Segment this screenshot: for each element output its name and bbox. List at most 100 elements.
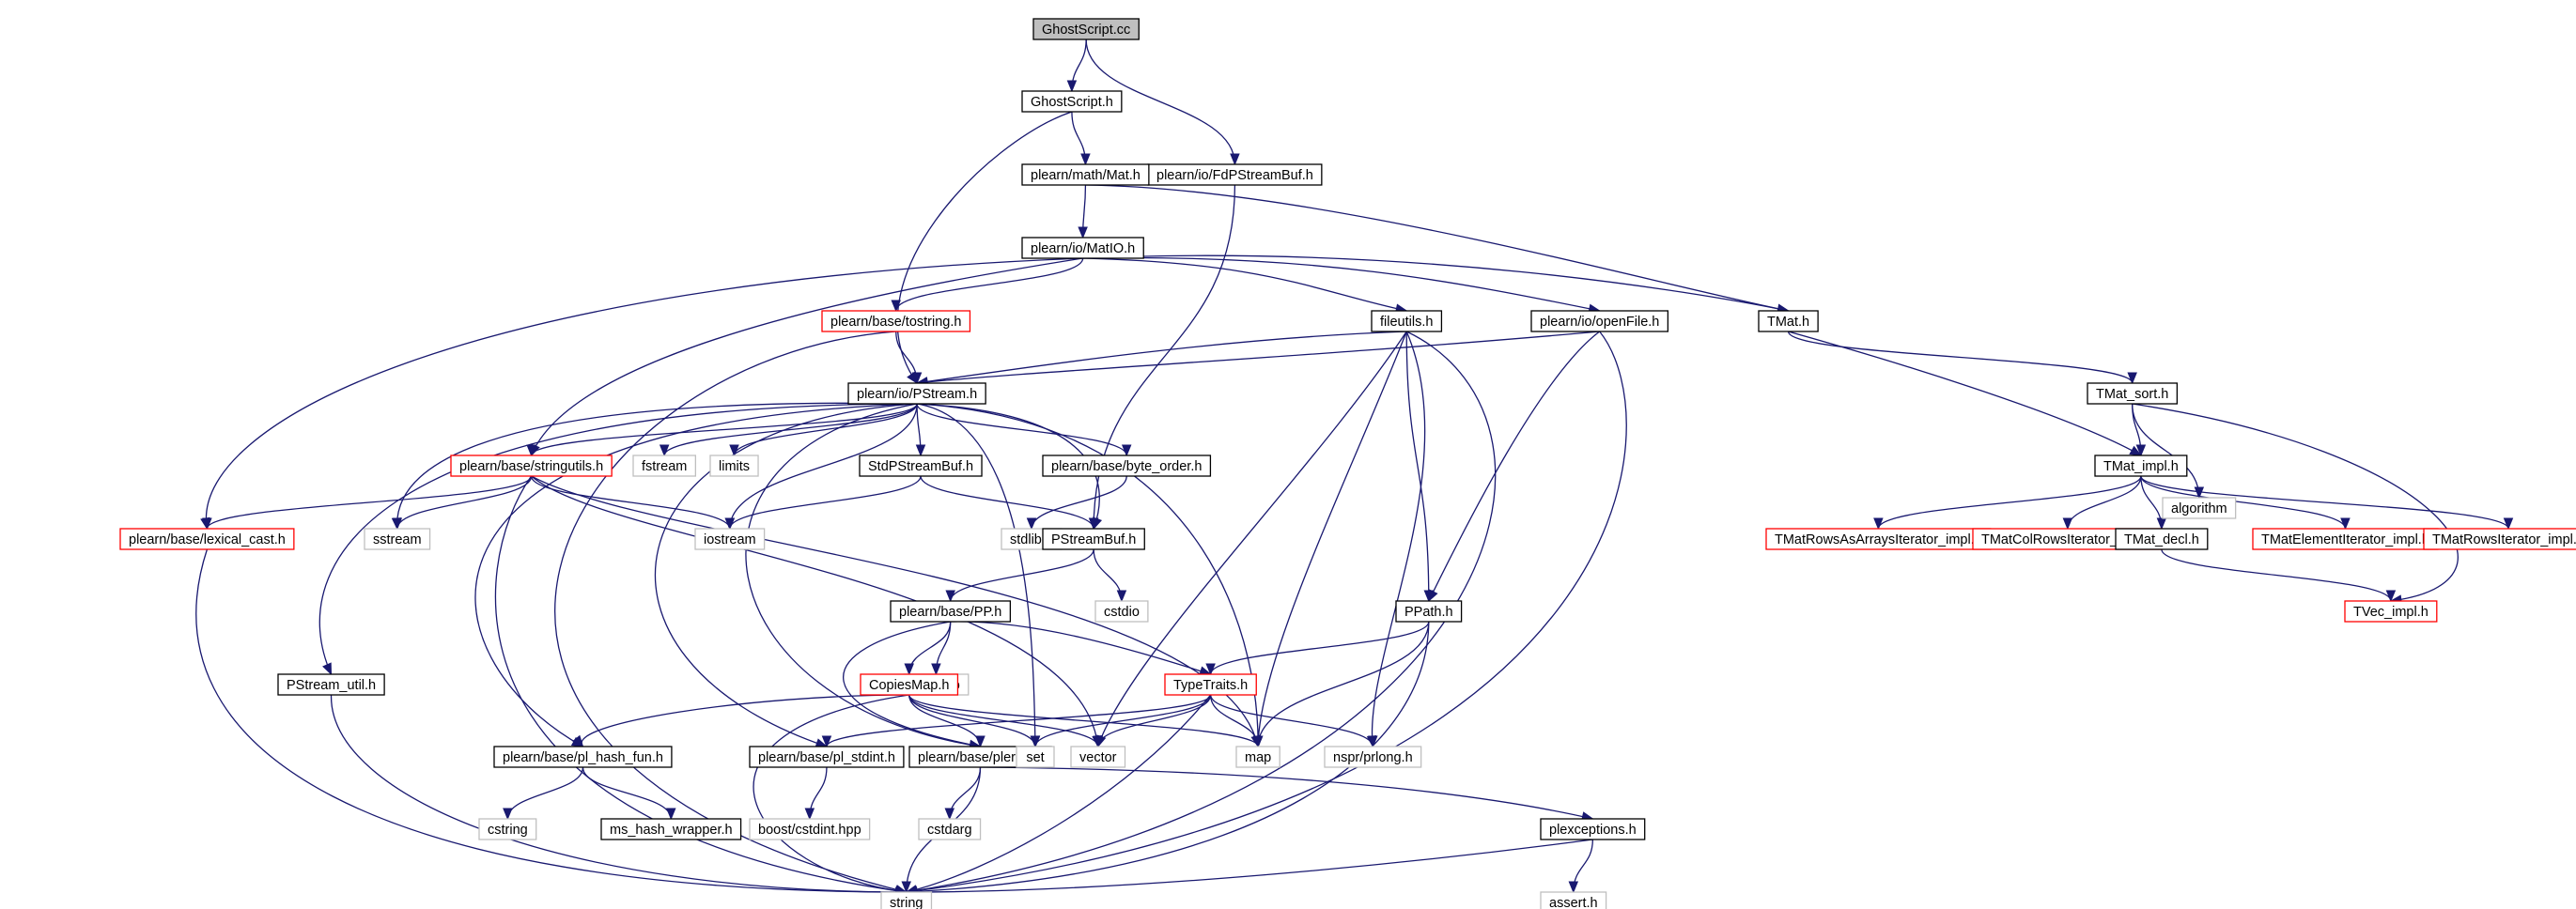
edge-line — [1082, 257, 1407, 312]
node-pstream[interactable]: plearn/io/PStream.h — [847, 382, 986, 405]
edge-line — [843, 621, 981, 747]
edge-tmat-impl-to-tmatcolrows — [2062, 475, 2142, 531]
edge-tmat-to-tmat-impl — [1788, 331, 2143, 456]
edge-arrowhead — [2156, 517, 2167, 531]
edge-line — [1405, 331, 1430, 602]
node-fdpstreambuf[interactable]: plearn/io/FdPStreamBuf.h — [1147, 163, 1323, 186]
edge-mat-to-tmat — [1085, 184, 1790, 314]
edge-line — [1093, 548, 1123, 602]
node-tmatrows[interactable]: TMatRowsIterator_impl.h — [2423, 528, 2576, 550]
edge-pstream-to-limits — [729, 403, 918, 457]
node-label: vector — [1079, 750, 1117, 765]
node-tmatelement[interactable]: TMatElementIterator_impl.h — [2252, 528, 2439, 550]
node-ppath[interactable]: PPath.h — [1395, 600, 1463, 623]
edge-pp-to-typeinfo — [931, 621, 952, 676]
node-boost-cstdint[interactable]: boost/cstdint.hpp — [749, 818, 871, 840]
node-label: PPath.h — [1404, 605, 1453, 620]
node-mat[interactable]: plearn/math/Mat.h — [1021, 163, 1150, 186]
node-fileutils[interactable]: fileutils.h — [1371, 310, 1443, 332]
node-box — [821, 310, 971, 332]
node-box — [364, 528, 431, 550]
edge-arrowhead — [1066, 80, 1078, 93]
node-box — [1164, 673, 1257, 696]
node-cstdarg[interactable]: cstdarg — [918, 818, 982, 840]
edge-line — [733, 403, 918, 456]
node-tmat[interactable]: TMat.h — [1758, 310, 1819, 332]
edge-line — [729, 403, 918, 530]
node-assert[interactable]: assert.h — [1540, 891, 1607, 909]
node-box — [478, 818, 537, 840]
node-algorithm[interactable]: algorithm — [2162, 497, 2237, 519]
edge-arrowhead — [2135, 444, 2147, 457]
node-iostream[interactable]: iostream — [694, 528, 766, 550]
node-tmat-impl[interactable]: TMat_impl.h — [2094, 454, 2188, 477]
edge-line — [917, 403, 1259, 747]
node-label: plearn/base/PP.h — [899, 605, 1001, 620]
node-tmatrowsasarrays[interactable]: TMatRowsAsArraysIterator_impl.h — [1765, 528, 1992, 550]
node-string[interactable]: string — [880, 891, 933, 909]
edge-arrowhead — [891, 300, 901, 313]
node-tmat-sort[interactable]: TMat_sort.h — [2087, 382, 2179, 405]
node-box — [1042, 528, 1145, 550]
node-box — [749, 818, 871, 840]
node-label: set — [1026, 750, 1044, 765]
node-box — [1395, 600, 1463, 623]
node-label: cstdio — [1104, 605, 1140, 620]
edge-arrowhead — [1078, 226, 1088, 239]
edge-pstreambuf-to-pp — [945, 548, 1094, 603]
edge-arrowhead — [526, 444, 536, 457]
node-typetraits[interactable]: TypeTraits.h — [1164, 673, 1257, 696]
node-tmat-decl[interactable]: TMat_decl.h — [2115, 528, 2209, 550]
node-lexical-cast[interactable]: plearn/base/lexical_cast.h — [119, 528, 295, 550]
edge-arrowhead — [804, 808, 815, 821]
node-set[interactable]: set — [1016, 746, 1055, 768]
edge-arrowhead — [1252, 735, 1264, 748]
edge-ghostscript-h-to-mat — [1071, 111, 1091, 166]
node-stdpstreambuf[interactable]: StdPStreamBuf.h — [859, 454, 983, 477]
node-plexceptions[interactable]: plexceptions.h — [1540, 818, 1646, 840]
edge-fileutils-to-ppath — [1405, 331, 1435, 603]
node-byte-order[interactable]: plearn/base/byte_order.h — [1042, 454, 1212, 477]
node-box — [1042, 454, 1212, 477]
edge-stringutils-to-vector — [531, 475, 1102, 748]
edge-typetraits-to-map — [1209, 694, 1264, 748]
node-label: plearn/io/PStream.h — [857, 387, 977, 402]
node-matio[interactable]: plearn/io/MatIO.h — [1021, 237, 1144, 259]
node-nspr-prlong[interactable]: nspr/prlong.h — [1324, 746, 1422, 768]
edge-line — [530, 403, 918, 456]
node-pstreambuf[interactable]: PStreamBuf.h — [1042, 528, 1145, 550]
node-sstream[interactable]: sstream — [364, 528, 431, 550]
node-label: nspr/prlong.h — [1333, 750, 1413, 765]
node-pstream-util[interactable]: PStream_util.h — [277, 673, 385, 696]
node-copiesmap[interactable]: CopiesMap.h — [860, 673, 959, 696]
node-tmatcolrows[interactable]: TMatColRowsIterator_impl.h — [1972, 528, 2164, 550]
node-stringutils[interactable]: plearn/base/stringutils.h — [450, 454, 613, 477]
edge-line — [916, 331, 1407, 384]
node-vector[interactable]: vector — [1070, 746, 1126, 768]
node-ghostscript-cc[interactable]: GhostScript.cc — [1032, 18, 1140, 40]
edge-line — [826, 694, 1212, 747]
node-pl-hash-fun[interactable]: plearn/base/pl_hash_fun.h — [493, 746, 673, 768]
node-box — [1758, 310, 1819, 332]
edge-typetraits-to-set — [1030, 694, 1212, 748]
node-box — [880, 891, 933, 909]
node-box — [2344, 600, 2438, 623]
node-ghostscript-h[interactable]: GhostScript.h — [1021, 90, 1123, 113]
node-tostring[interactable]: plearn/base/tostring.h — [821, 310, 971, 332]
node-cstdio[interactable]: cstdio — [1094, 600, 1149, 623]
node-openfile[interactable]: plearn/io/openFile.h — [1530, 310, 1669, 332]
node-ms-hash-wrapper[interactable]: ms_hash_wrapper.h — [600, 818, 742, 840]
node-cstring[interactable]: cstring — [478, 818, 537, 840]
node-label: TMatElementIterator_impl.h — [2261, 532, 2429, 547]
node-tvec-impl[interactable]: TVec_impl.h — [2344, 600, 2438, 623]
node-label: cstdarg — [927, 823, 972, 838]
node-fstream[interactable]: fstream — [632, 454, 696, 477]
node-limits[interactable]: limits — [709, 454, 759, 477]
node-box — [1016, 746, 1055, 768]
node-pl-stdint[interactable]: plearn/base/pl_stdint.h — [749, 746, 905, 768]
node-pp[interactable]: plearn/base/PP.h — [890, 600, 1012, 623]
edge-line — [2067, 475, 2142, 530]
edge-matio-to-tostring — [891, 257, 1084, 313]
edge-arrowhead — [1121, 444, 1132, 457]
node-map[interactable]: map — [1235, 746, 1280, 768]
